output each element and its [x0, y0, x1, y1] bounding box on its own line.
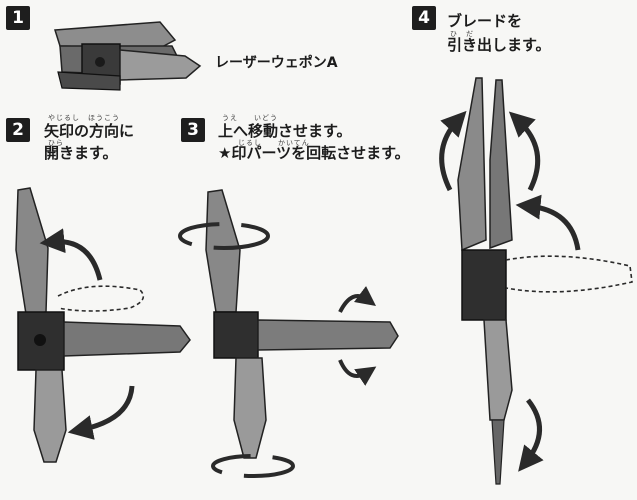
- step-3-line-2: ★印パーツを回転させます。: [218, 144, 410, 162]
- step-4-line-2: 引き出します。: [447, 36, 551, 54]
- step-3-line-1: 上へ移動させます。: [218, 122, 352, 140]
- step-4-weapon-extended: [439, 77, 633, 485]
- step-3-ruby-2: じるし かいてん: [238, 139, 310, 147]
- step-3-ruby-1: うえ いどう: [222, 114, 278, 122]
- step-2-badge: 2: [6, 118, 30, 142]
- step-3-badge: 3: [181, 118, 205, 142]
- step-2-line-2: 開きます。: [44, 144, 118, 162]
- step-4-badge: 4: [412, 6, 436, 30]
- step-1-weapon-folded: [54, 21, 202, 91]
- step-2-ruby-1: やじるし ほうこう: [48, 114, 120, 122]
- step-4-ruby-2: ひ だ: [450, 30, 474, 38]
- step-2-ruby-2: ひら: [48, 139, 64, 147]
- step-4-line-1: ブレードを: [447, 12, 523, 30]
- step-2-line-1: 矢印の方向に: [44, 122, 135, 140]
- weapon-label: レーザーウェポンA: [215, 55, 338, 71]
- step-2-weapon-open: [15, 187, 191, 463]
- step-3-weapon-rotated: [178, 189, 399, 478]
- step-1-badge: 1: [6, 6, 30, 30]
